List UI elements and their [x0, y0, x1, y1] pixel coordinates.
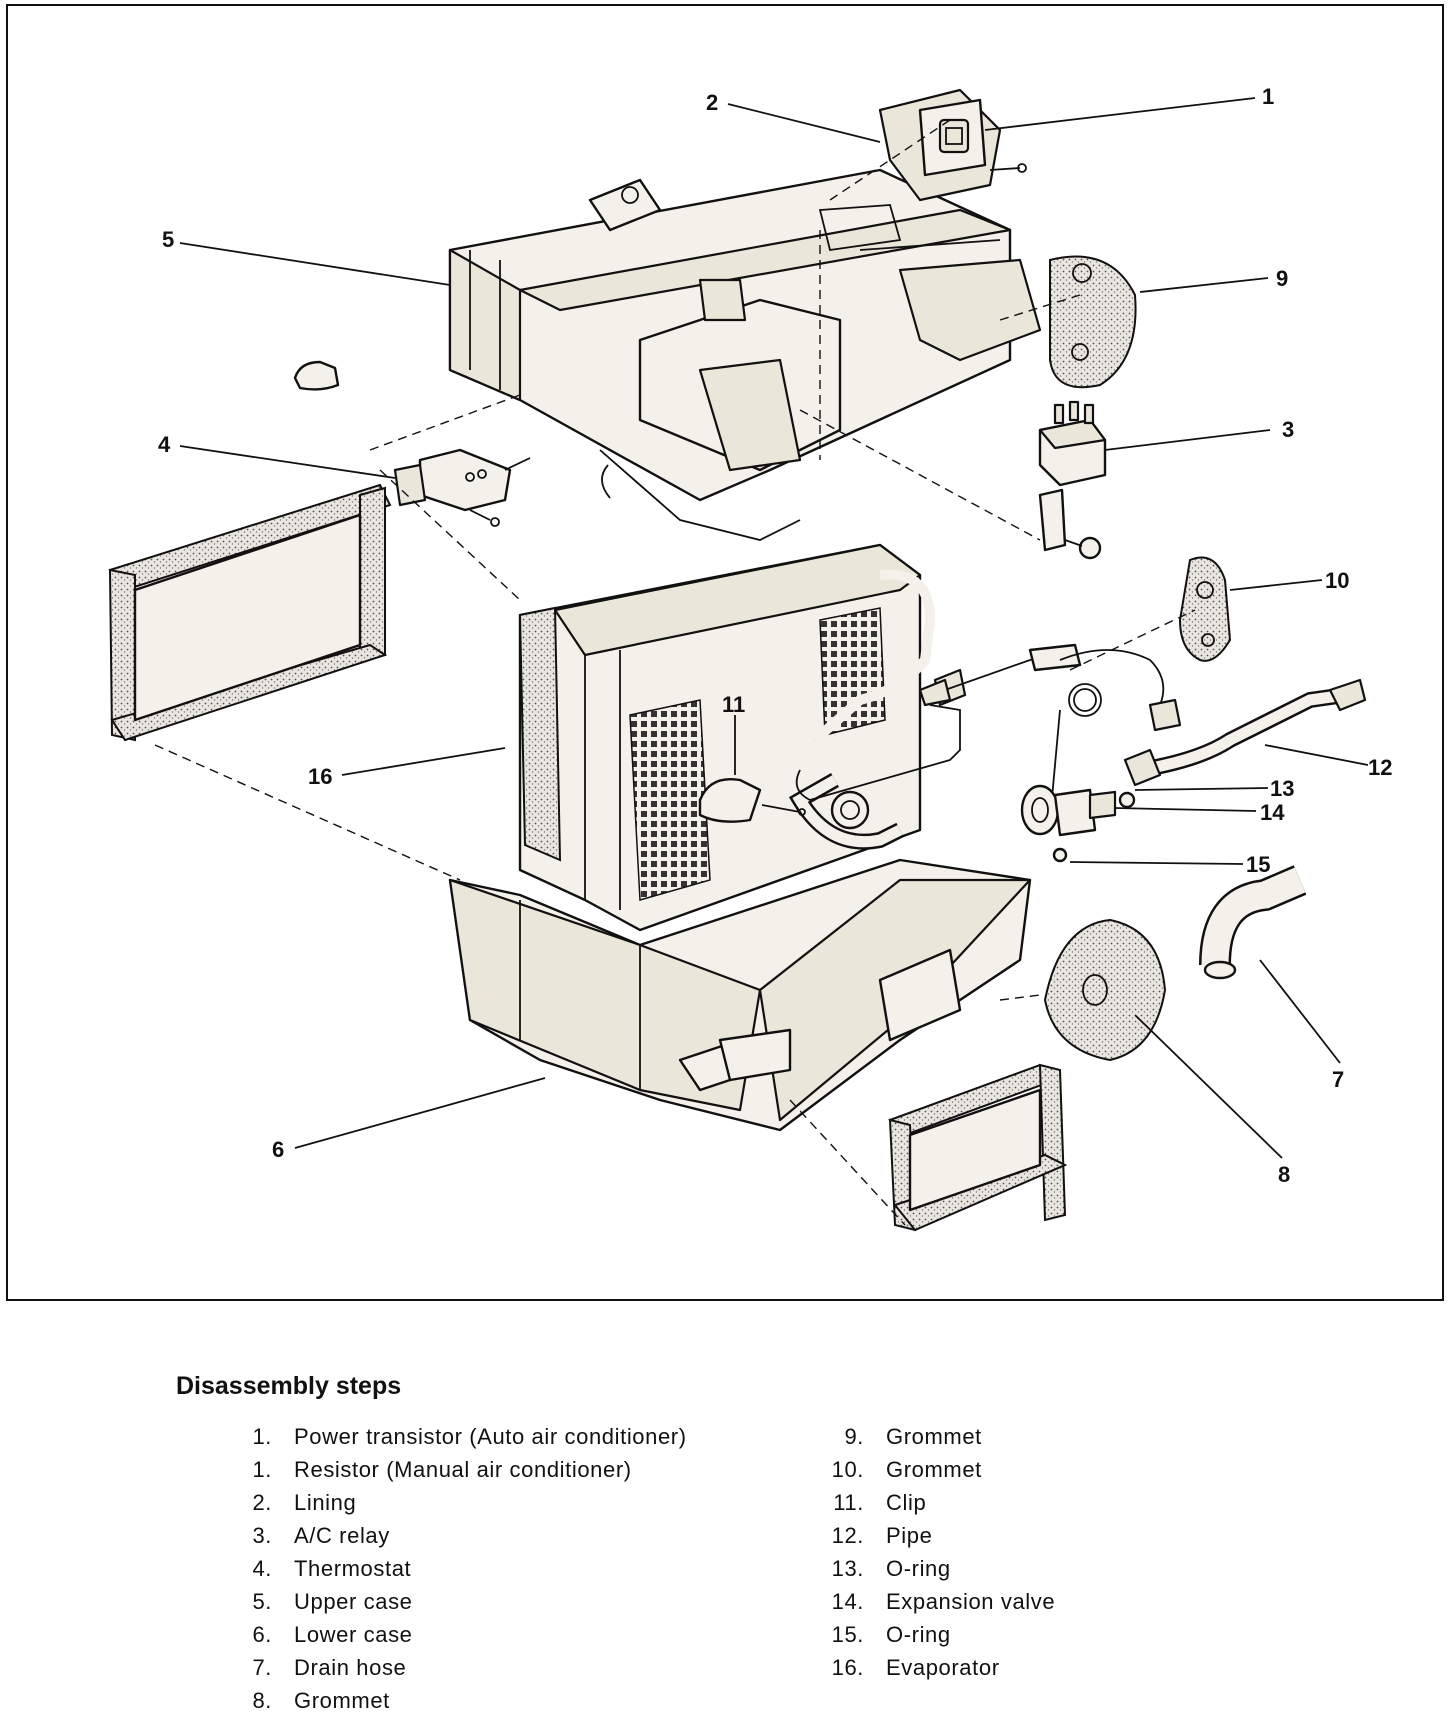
step-number: 14. [831, 1589, 864, 1614]
step-item: 1. Power transistor (Auto air conditioner… [208, 1420, 687, 1453]
callout-8: 8 [1278, 1162, 1290, 1187]
step-number: 1. [252, 1457, 272, 1482]
step-item: 16. Evaporator [800, 1651, 1055, 1684]
step-number: 15. [831, 1622, 864, 1647]
callout-1: 1 [1262, 84, 1274, 109]
step-item: 10. Grommet [800, 1453, 1055, 1486]
step-number: 11. [833, 1490, 864, 1515]
step-number: 5. [252, 1589, 272, 1614]
exploded-view-diagram: 1 2 3 4 5 6 7 8 9 10 11 12 13 14 15 16 [108, 84, 1392, 1232]
callout-11: 11 [722, 692, 745, 717]
step-label: Evaporator [886, 1655, 1000, 1680]
step-label: A/C relay [294, 1523, 390, 1548]
step-label: Clip [886, 1490, 927, 1515]
grommet-9 [1049, 255, 1137, 389]
power-transistor [878, 88, 1027, 202]
step-item: 6. Lower case [208, 1618, 687, 1651]
step-item: 1. Resistor (Manual air conditioner) [208, 1453, 687, 1486]
callout-13: 13 [1270, 776, 1294, 801]
step-label: Lower case [294, 1622, 413, 1647]
step-label: O-ring [886, 1556, 951, 1581]
foam-frame-right [888, 1063, 1068, 1232]
callout-12: 12 [1368, 755, 1392, 780]
assembly-lines [154, 119, 1196, 1226]
step-item: 5. Upper case [208, 1585, 687, 1618]
step-item: 7. Drain hose [208, 1651, 687, 1684]
steps-list-left: 1. Power transistor (Auto air conditioner… [208, 1420, 687, 1717]
callout-5: 5 [162, 227, 174, 252]
step-item: 11. Clip [800, 1486, 1055, 1519]
grommet-8 [1043, 918, 1167, 1062]
step-number: 7. [252, 1655, 272, 1680]
step-label: Resistor (Manual air conditioner) [294, 1457, 632, 1482]
step-label: Upper case [294, 1589, 413, 1614]
step-label: Grommet [294, 1688, 390, 1713]
step-label: Drain hose [294, 1655, 407, 1680]
step-item: 3. A/C relay [208, 1519, 687, 1552]
callout-7: 7 [1332, 1067, 1344, 1092]
step-label: Expansion valve [886, 1589, 1056, 1614]
callout-2: 2 [706, 90, 718, 115]
step-item: 12. Pipe [800, 1519, 1055, 1552]
callout-6: 6 [272, 1137, 284, 1162]
upper-case [448, 168, 1042, 541]
step-number: 10. [831, 1457, 864, 1482]
step-label: Thermostat [294, 1556, 412, 1581]
step-number: 1. [252, 1424, 272, 1449]
step-number: 3. [252, 1523, 272, 1548]
disassembly-steps-title: Disassembly steps [176, 1372, 402, 1400]
step-label: Grommet [886, 1457, 982, 1482]
foam-frame-left [108, 483, 392, 742]
step-item: 4. Thermostat [208, 1552, 687, 1585]
step-label: Lining [294, 1490, 357, 1515]
step-item: 9. Grommet [800, 1420, 1055, 1453]
step-item: 15. O-ring [800, 1618, 1055, 1651]
lower-case [448, 858, 1032, 1132]
small-clip [293, 360, 340, 391]
step-item: 13. O-ring [800, 1552, 1055, 1585]
drain-hose [1199, 865, 1307, 980]
callout-14: 14 [1260, 800, 1285, 825]
step-number: 12. [831, 1523, 864, 1548]
leader-lines [179, 97, 1369, 1159]
callout-16: 16 [308, 764, 332, 789]
capillary-sensor [1049, 649, 1182, 821]
step-item: 8. Grommet [208, 1684, 687, 1717]
step-number: 8. [252, 1688, 272, 1713]
callout-10: 10 [1325, 568, 1349, 593]
step-label: O-ring [886, 1622, 951, 1647]
diagram-frame [6, 4, 1444, 1301]
step-number: 13. [831, 1556, 864, 1581]
step-label: Power transistor (Auto air conditioner) [294, 1424, 687, 1449]
callout-4: 4 [158, 432, 171, 457]
step-item: 2. Lining [208, 1486, 687, 1519]
clip-11 [698, 778, 806, 823]
step-number: 4. [252, 1556, 272, 1581]
step-number: 9. [844, 1424, 864, 1449]
callout-3: 3 [1282, 417, 1294, 442]
evaporator-pipework [788, 569, 1082, 850]
expansion-valve [1020, 784, 1136, 863]
steps-list-right: 9. Grommet 10. Grommet 11. Clip 12. Pipe 13.… [800, 1420, 1055, 1684]
ac-relay [1038, 400, 1107, 560]
grommet-10 [1178, 556, 1232, 662]
step-number: 16. [831, 1655, 864, 1680]
step-number: 2. [252, 1490, 272, 1515]
step-label: Grommet [886, 1424, 982, 1449]
callout-9: 9 [1276, 266, 1288, 291]
step-number: 6. [252, 1622, 272, 1647]
step-label: Pipe [886, 1523, 933, 1548]
callout-15: 15 [1246, 852, 1270, 877]
thermostat [393, 448, 531, 527]
step-item: 14. Expansion valve [800, 1585, 1055, 1618]
pipe-12 [1123, 678, 1367, 787]
